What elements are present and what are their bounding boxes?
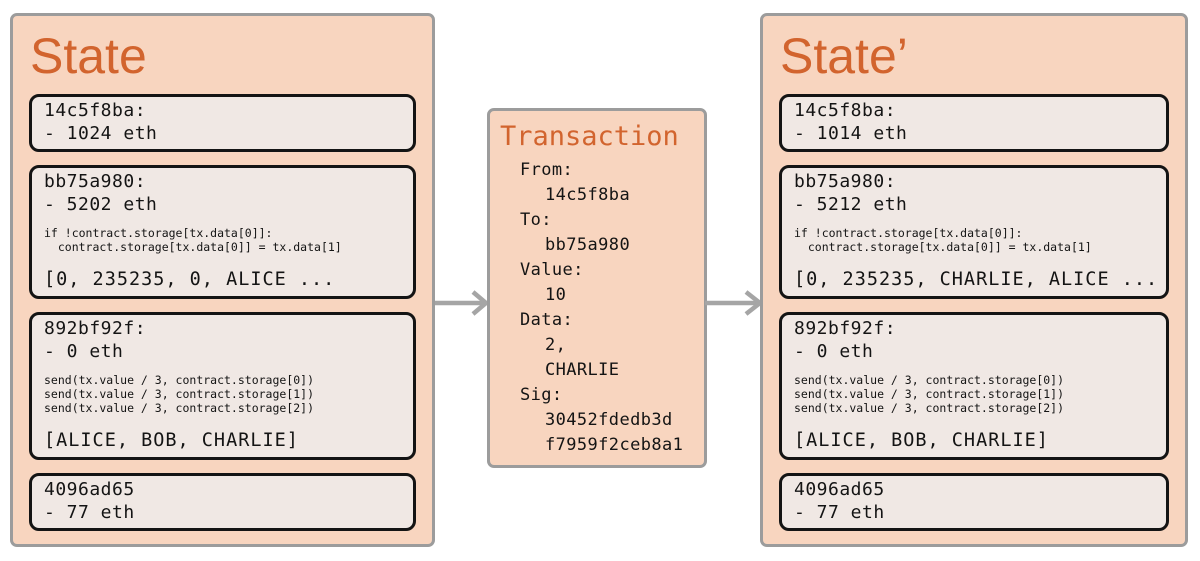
tx-from-value: 14c5f8ba bbox=[545, 185, 631, 205]
contract-storage: [0, 235235, CHARLIE, ALICE ... bbox=[794, 269, 1159, 290]
tx-sig-value: 30452fdedb3d bbox=[545, 410, 673, 430]
contract-storage: [0, 235235, 0, ALICE ... bbox=[44, 269, 336, 290]
account-box-bb75a980: bb75a980: - 5212 eth if !contract.storag… bbox=[779, 165, 1169, 299]
tx-to-label: To: bbox=[520, 210, 552, 230]
account-box-4096ad65: 4096ad65 - 77 eth bbox=[779, 473, 1169, 531]
tx-sig-label: Sig: bbox=[520, 385, 563, 405]
account-address: bb75a980: bbox=[44, 171, 147, 192]
transaction-title: Transaction bbox=[500, 121, 679, 152]
contract-code: if !contract.storage[tx.data[0]]: contra… bbox=[44, 226, 342, 254]
account-balance: - 1024 eth bbox=[44, 123, 158, 144]
account-balance: - 1014 eth bbox=[794, 123, 908, 144]
account-balance: - 77 eth bbox=[794, 502, 885, 523]
tx-sig-value: f7959f2ceb8a1 bbox=[545, 435, 684, 455]
contract-code: send(tx.value / 3, contract.storage[0]) … bbox=[44, 373, 315, 415]
contract-code: send(tx.value / 3, contract.storage[0]) … bbox=[794, 373, 1065, 415]
account-balance: - 0 eth bbox=[794, 341, 874, 362]
state-after-title: State’ bbox=[780, 28, 908, 84]
tx-value-label: Value: bbox=[520, 260, 584, 280]
tx-data-label: Data: bbox=[520, 310, 574, 330]
tx-data-value: CHARLIE bbox=[545, 360, 620, 380]
account-balance: - 0 eth bbox=[44, 341, 124, 362]
transaction-panel: Transaction From: 14c5f8ba To: bb75a980 … bbox=[487, 108, 707, 468]
state-before-title: State bbox=[30, 28, 147, 84]
account-balance: - 77 eth bbox=[44, 502, 135, 523]
account-address: 4096ad65 bbox=[44, 479, 135, 500]
contract-code: if !contract.storage[tx.data[0]]: contra… bbox=[794, 226, 1092, 254]
account-box-892bf92f: 892bf92f: - 0 eth send(tx.value / 3, con… bbox=[29, 312, 416, 460]
tx-data-value: 2, bbox=[545, 335, 567, 355]
account-address: 892bf92f: bbox=[44, 318, 147, 339]
account-balance: - 5212 eth bbox=[794, 194, 908, 215]
account-box-14c5f8ba: 14c5f8ba: - 1024 eth bbox=[29, 94, 416, 152]
transaction-to-state-arrow-icon bbox=[705, 290, 764, 316]
account-balance: - 5202 eth bbox=[44, 194, 158, 215]
state-before-panel: State 14c5f8ba: - 1024 eth bb75a980: - 5… bbox=[10, 13, 435, 547]
account-address: 892bf92f: bbox=[794, 318, 897, 339]
account-address: 14c5f8ba: bbox=[44, 100, 147, 121]
account-address: 4096ad65 bbox=[794, 479, 885, 500]
account-address: bb75a980: bbox=[794, 171, 897, 192]
tx-value-value: 10 bbox=[545, 285, 567, 305]
account-box-bb75a980: bb75a980: - 5202 eth if !contract.storag… bbox=[29, 165, 416, 299]
tx-to-value: bb75a980 bbox=[545, 235, 631, 255]
contract-storage: [ALICE, BOB, CHARLIE] bbox=[44, 430, 299, 451]
account-box-4096ad65: 4096ad65 - 77 eth bbox=[29, 473, 416, 531]
state-after-panel: State’ 14c5f8ba: - 1014 eth bb75a980: - … bbox=[760, 13, 1188, 547]
state-to-transaction-arrow-icon bbox=[435, 290, 490, 316]
tx-from-label: From: bbox=[520, 160, 574, 180]
contract-storage: [ALICE, BOB, CHARLIE] bbox=[794, 430, 1049, 451]
account-box-892bf92f: 892bf92f: - 0 eth send(tx.value / 3, con… bbox=[779, 312, 1169, 460]
account-box-14c5f8ba: 14c5f8ba: - 1014 eth bbox=[779, 94, 1169, 152]
account-address: 14c5f8ba: bbox=[794, 100, 897, 121]
